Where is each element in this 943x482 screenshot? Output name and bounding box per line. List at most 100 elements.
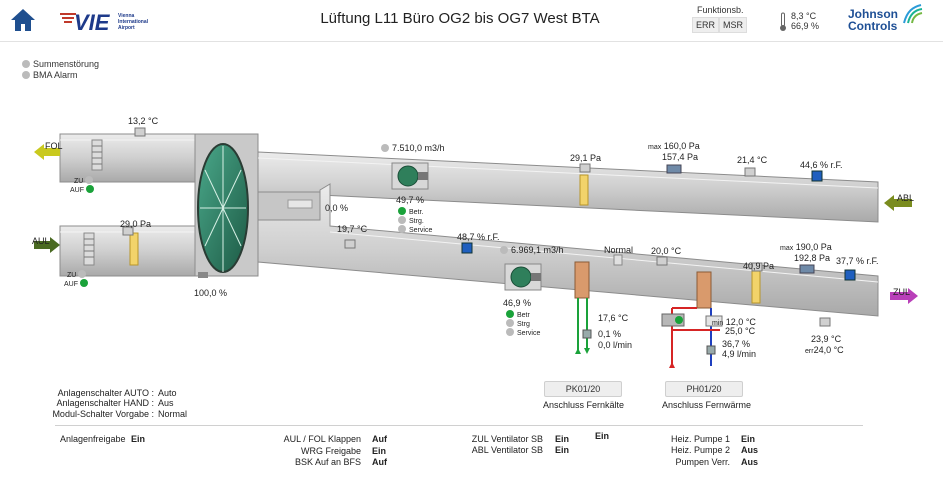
aul-fol-klappen-label: AUL / FOL Klappen: [283, 434, 361, 444]
zul-pressure-max: max 190,0 Pa: [780, 242, 832, 252]
anlagenfreigabe-value: Ein: [131, 434, 146, 444]
hum-sensor-abl: [811, 170, 823, 182]
fol-temperature: 13,2 °C: [128, 116, 159, 126]
msr-button[interactable]: MSR: [719, 17, 747, 33]
temperature-after-cooler: 20,0 °C: [651, 246, 682, 256]
anlagenschalter-auto-label: Anlagenschalter AUTO :: [57, 388, 154, 398]
bsk-auf-value: Auf: [372, 457, 387, 467]
thermometer-icon: [780, 12, 786, 31]
zul-label: ZUL: [893, 287, 911, 297]
aul-label: AUL: [32, 236, 50, 246]
status-dot: [381, 144, 389, 152]
status-dot: [22, 60, 30, 68]
ahu-schematic: [34, 127, 918, 368]
abl-label: ABL: [897, 193, 915, 203]
zul-fan-service: Service: [506, 328, 540, 337]
wrg-percent: 100,0 %: [194, 288, 228, 298]
home-icon[interactable]: [10, 8, 36, 32]
zul-temperature: 23,9 °C: [811, 334, 842, 344]
status-dot: [398, 216, 406, 224]
status-dot: [85, 176, 94, 184]
separator: [55, 425, 863, 426]
heiz-pumpe-1-value: Ein: [741, 434, 756, 444]
pk01-caption: Anschluss Fernkälte: [543, 400, 625, 410]
status-dot: [79, 279, 88, 287]
zul-duct: [257, 183, 879, 317]
status-dot: [506, 328, 514, 336]
temp-sensor-abl: [744, 167, 756, 177]
aul-damper: [83, 232, 95, 266]
temp-sensor-zul-wrg: [344, 239, 356, 249]
cooler-state-sensor: [613, 254, 623, 266]
abl-pressure-max: max 160,0 Pa: [648, 141, 700, 151]
anlagenschalter-hand-value: Aus: [158, 398, 174, 408]
aul-flap-zu-label: ZU: [67, 270, 89, 279]
status-dot: [22, 71, 30, 79]
summenstoerung-indicator: Summenstörung: [22, 59, 99, 69]
err-button[interactable]: ERR: [692, 17, 720, 33]
bsk-auf-label: BSK Auf an BFS: [294, 457, 361, 467]
vie-logo-subtitle: Vienna International Airport: [118, 13, 149, 31]
bma-alarm-indicator: BMA Alarm: [22, 70, 78, 80]
heiz-pumpe-2-value: Aus: [741, 445, 759, 455]
hum-sensor-zul-mid: [461, 242, 473, 254]
zul-fan: [504, 263, 542, 291]
funktionsb-label: Funktionsb.: [697, 5, 744, 15]
status-dot: [85, 185, 94, 193]
zul-fan-betr: Betr: [506, 310, 530, 319]
header-bar: VIE Vienna International Airport Lüftung…: [0, 0, 943, 42]
cooling-coil: [574, 261, 590, 299]
status-dot: [398, 225, 406, 233]
wrg-freigabe-value: Ein: [372, 446, 387, 456]
wrg-freigabe-label: WRG Freigabe: [300, 446, 361, 456]
press-sensor-abl: [666, 164, 682, 174]
aul-filter-pressure: 29,0 Pa: [120, 219, 152, 229]
zul-pressure: 192,8 Pa: [794, 253, 831, 263]
anlagenfreigabe-label: Anlagenfreigabe: [60, 434, 126, 444]
bypass-percent: 0,0 %: [325, 203, 349, 213]
pumpen-verr-label: Pumpen Verr.: [675, 457, 730, 467]
cooler-flow: 0,0 l/min: [598, 340, 633, 350]
modul-schalter-label: Modul-Schalter Vorgabe :: [52, 409, 154, 419]
fol-duct: [59, 133, 196, 183]
cooler-state: Normal: [604, 245, 634, 255]
zul-humidity-mid: 48,7 % r.F.: [457, 232, 500, 242]
status-dot: [506, 310, 514, 318]
press-sensor-abl-filter: [579, 163, 591, 173]
cooling-valve: [582, 329, 592, 339]
zul-fan-strg: Strg: [506, 319, 530, 328]
abl-humidity: 44,6 % r.F.: [800, 160, 843, 170]
johnson-controls-emblem-icon: [903, 4, 923, 24]
press-sensor-aul: [122, 226, 134, 236]
cooler-temperature: 17,6 °C: [598, 313, 629, 323]
pumpen-verr-value: Aus: [741, 457, 759, 467]
press-sensor-zul-filter: [751, 262, 763, 272]
heiz-pumpe-1-label: Heiz. Pumpe 1: [670, 434, 730, 444]
vie-logo-text: VIE: [74, 10, 111, 35]
cooler-valve-position: 0,1 %: [598, 329, 622, 339]
aul-flap-auf-label: AUF: [64, 279, 91, 288]
abl-temperature: 21,4 °C: [737, 155, 768, 165]
ventilator-extra-value: Ein: [595, 431, 610, 441]
ph01-button[interactable]: PH01/20: [665, 381, 743, 397]
fol-damper: [91, 139, 103, 171]
abl-fan: [391, 162, 429, 190]
zul-arrow: [890, 288, 918, 304]
fol-label: FOL: [45, 141, 63, 151]
heater-flow: 4,9 l/min: [722, 349, 757, 359]
zul-fan-percent: 46,9 %: [503, 298, 532, 308]
zul-filter: [751, 270, 761, 304]
ph01-caption: Anschluss Fernwärme: [662, 400, 752, 410]
anlagenschalter-auto-value: Auto: [158, 388, 177, 398]
zul-humidity: 37,7 % r.F.: [836, 256, 879, 266]
abl-ventilator-value: Ein: [555, 445, 570, 455]
temp-sensor-after-cooler: [656, 256, 668, 266]
heater-min-temperature: min 12,0 °C: [712, 317, 756, 327]
abl-flow: 7.510,0 m3/h: [381, 143, 445, 153]
outdoor-temperature: 8,3 °C: [791, 11, 817, 21]
outdoor-humidity: 66,9 %: [791, 21, 820, 31]
pk01-button[interactable]: PK01/20: [544, 381, 622, 397]
temp-sensor-zul: [819, 317, 831, 327]
status-dot: [506, 319, 514, 327]
zul-ventilator-value: Ein: [555, 434, 570, 444]
